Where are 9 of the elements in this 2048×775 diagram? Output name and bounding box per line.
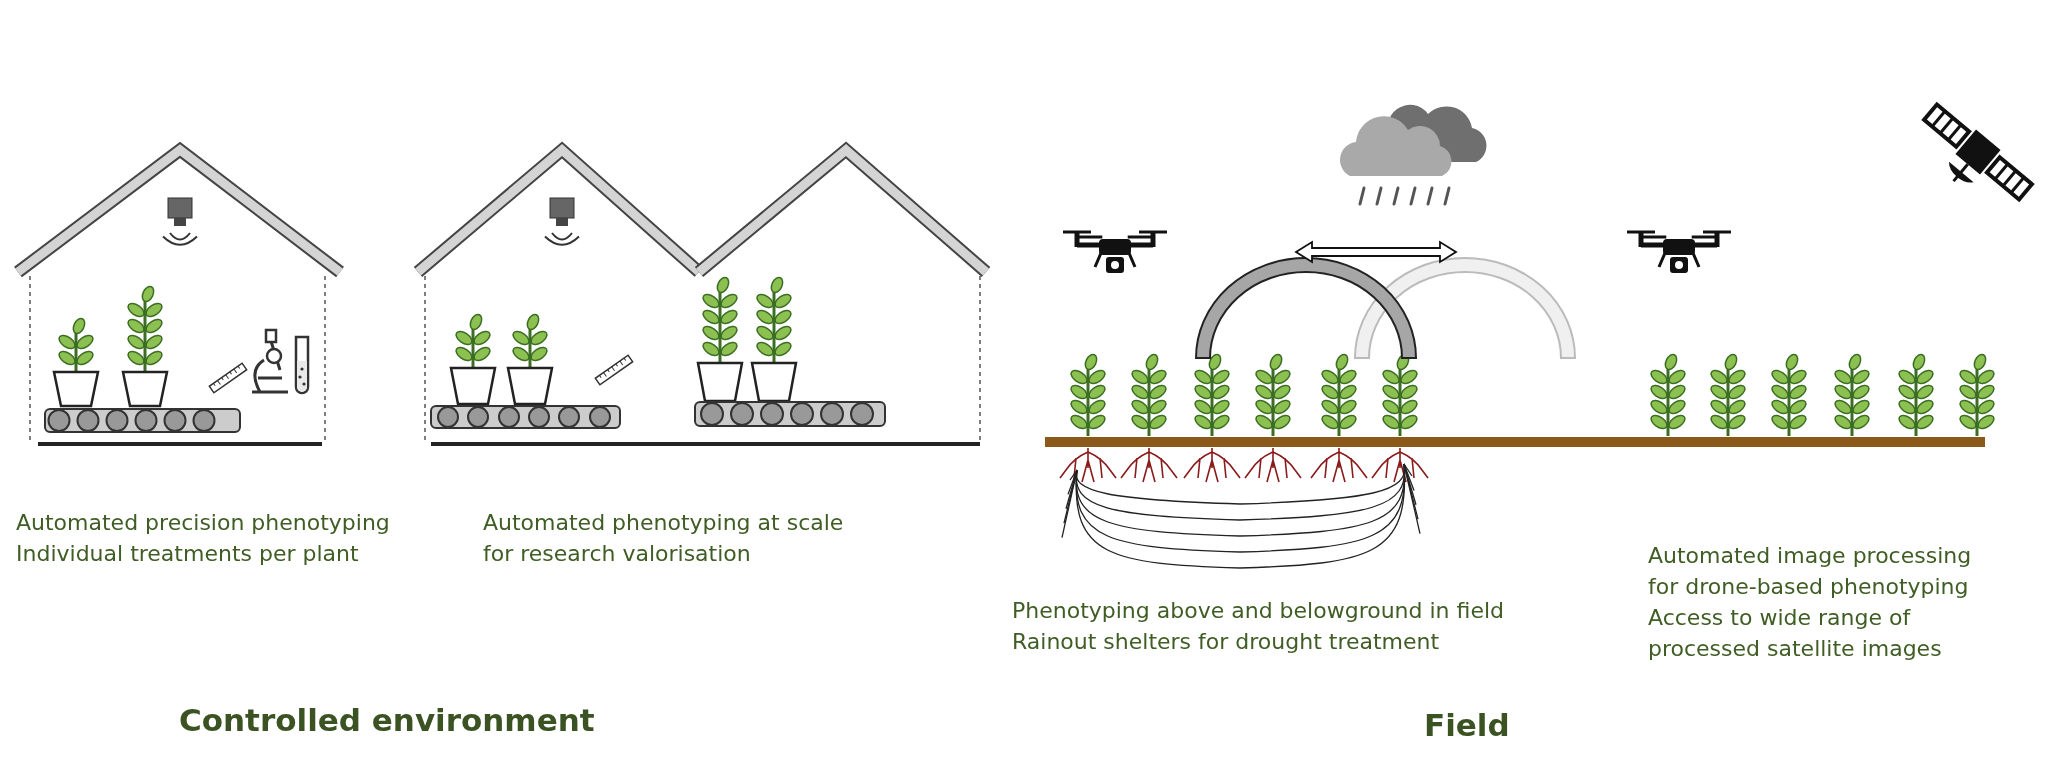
description-text: Individual treatments per plant — [16, 540, 359, 568]
description-text: Access to wide range of processed satellite images — [1648, 604, 1943, 663]
description-text: Automated image processing for drone-based phenotyping — [1648, 542, 1973, 601]
description-text: Phenotyping above and belowground in field — [1012, 597, 1505, 625]
description-text: Automated precision phenotyping — [16, 509, 390, 537]
description-text: Rainout shelters for drought treatment — [1012, 628, 1440, 656]
description-text: Automated phenotyping at scale for research valorisation — [483, 509, 845, 568]
section-heading: Controlled environment — [179, 701, 595, 740]
section-heading: Field — [1424, 706, 1510, 745]
